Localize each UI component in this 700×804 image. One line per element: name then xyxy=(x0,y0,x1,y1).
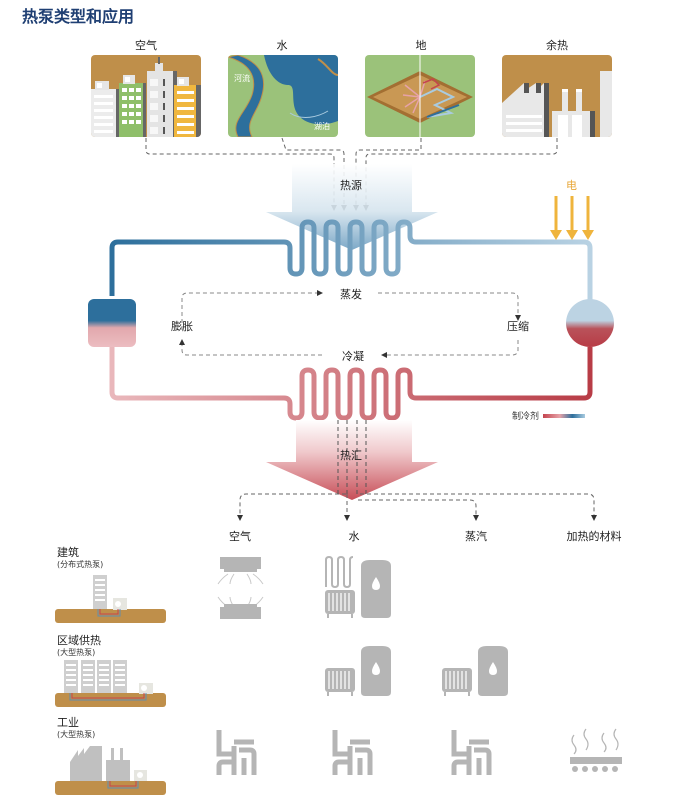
radiator-boiler-icon xyxy=(325,555,391,618)
river-annotation: 河流 xyxy=(234,74,250,83)
river-lake-icon: 河流 湖泊 xyxy=(228,55,338,137)
output-label-steam: 蒸汽 xyxy=(465,530,487,543)
district-heating-illustration xyxy=(55,660,166,707)
radiator-boiler-icon-district-water xyxy=(325,646,391,696)
pipes-icon-industry-water xyxy=(332,730,373,775)
evaporator-coil xyxy=(109,219,593,300)
source-connectors xyxy=(145,137,558,211)
source-label-water: 水 xyxy=(276,39,288,52)
compression-label: 压缩 xyxy=(507,320,529,333)
evaporation-label: 蒸发 xyxy=(340,288,362,301)
ground-loop-icon xyxy=(365,55,475,137)
radiator-boiler-icon-district-steam xyxy=(442,646,508,696)
app-subtitle-district-heating: (大型热泵) xyxy=(57,648,96,657)
refrigerant-gradient-swatch xyxy=(543,413,586,418)
pipes-icon-industry-air xyxy=(216,730,257,775)
expansion-label: 膨胀 xyxy=(171,320,193,333)
expansion-valve xyxy=(88,299,136,347)
output-label-heated-material: 加热的材料 xyxy=(566,530,622,543)
industry-illustration xyxy=(55,746,166,795)
electricity-arrows xyxy=(550,196,594,240)
electricity-label: 电 xyxy=(566,179,577,192)
output-connectors xyxy=(237,493,597,521)
heat-sink-label: 热汇 xyxy=(340,449,362,462)
compressor xyxy=(566,299,614,347)
factory-waste-heat-icon xyxy=(502,55,612,137)
building-app-illustration xyxy=(55,575,166,623)
output-label-air: 空气 xyxy=(229,530,251,543)
source-label-air: 空气 xyxy=(135,39,157,52)
heat-source-arrow xyxy=(266,164,438,250)
app-subtitle-industry: (大型热泵) xyxy=(57,730,96,739)
condensation-label: 冷凝 xyxy=(342,350,364,363)
heated-material-icon xyxy=(570,728,622,772)
heat-source-label: 热源 xyxy=(340,179,362,192)
lake-annotation: 湖泊 xyxy=(314,122,330,131)
air-conditioner-icon xyxy=(217,557,264,619)
cycle-arrows xyxy=(179,290,521,358)
app-title-industry: 工业 xyxy=(57,716,79,729)
app-title-building: 建筑 xyxy=(57,546,79,559)
heat-sink-arrow xyxy=(266,420,438,500)
legend-label: 制冷剂 xyxy=(512,412,540,422)
refrigerant-legend: 制冷剂 xyxy=(512,409,586,422)
source-label-ground: 地 xyxy=(415,39,427,52)
source-label-waste-heat: 余热 xyxy=(546,39,568,52)
output-label-water: 水 xyxy=(348,530,360,543)
app-title-district-heating: 区域供热 xyxy=(57,634,101,647)
condenser-coil xyxy=(109,347,593,421)
pipes-icon-industry-steam xyxy=(451,730,492,775)
page-title: 热泵类型和应用 xyxy=(22,7,135,26)
city-buildings-icon xyxy=(91,55,201,137)
app-subtitle-building: (分布式热泵) xyxy=(57,560,104,569)
